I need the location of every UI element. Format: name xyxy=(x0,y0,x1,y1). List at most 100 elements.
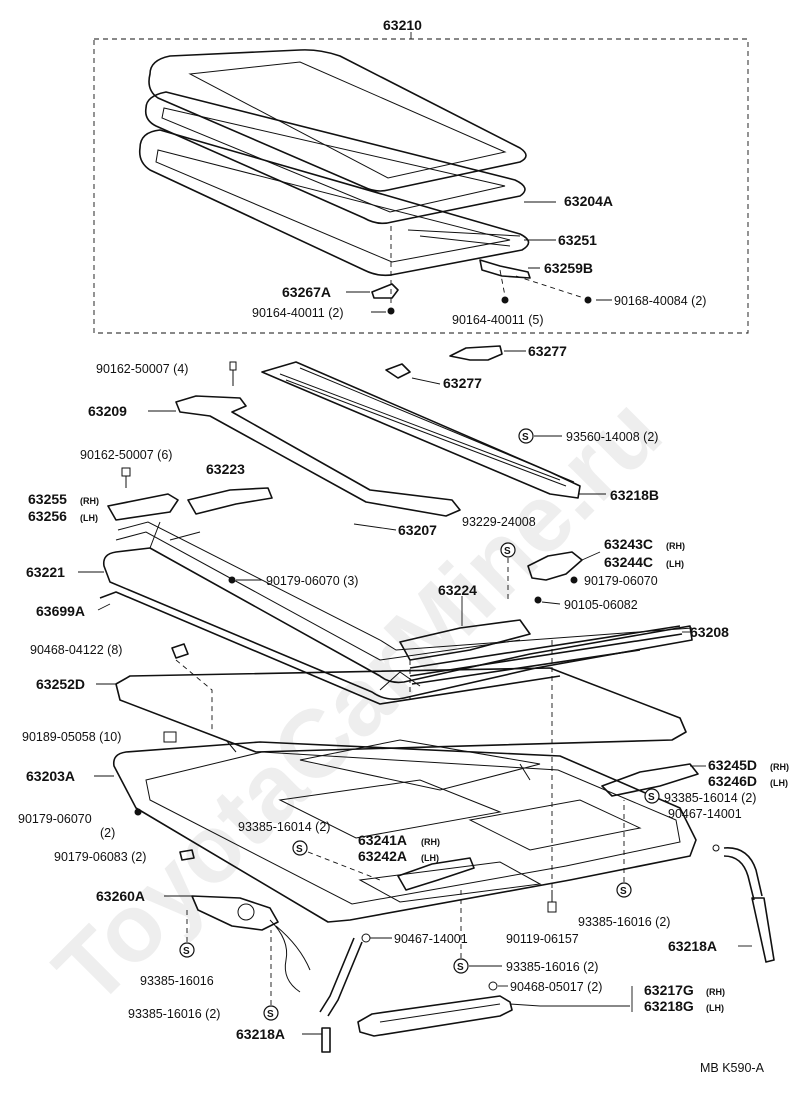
label-63207: 63207 xyxy=(398,522,437,538)
rail-63217G xyxy=(357,995,513,1037)
bracket-63209 xyxy=(175,395,461,517)
label-90467-14001-r: 90467-14001 xyxy=(668,807,742,821)
label-63699A: 63699A xyxy=(36,603,85,619)
s-mark-93229 xyxy=(500,542,516,558)
rail-63218B xyxy=(261,361,581,499)
label-90164-40011-2: 90164-40011 (2) xyxy=(252,306,344,320)
bracket-63241A xyxy=(397,857,475,891)
label-90179-06070-l-qty: (2) xyxy=(100,826,115,840)
label-63210: 63210 xyxy=(383,17,422,33)
frame-63699A xyxy=(99,591,561,705)
s-mark-93385-16016-r-letter: S xyxy=(620,886,627,897)
label-63251: 63251 xyxy=(558,232,597,248)
label-90162-50007-6: 90162-50007 (6) xyxy=(80,448,172,462)
label-63244C-side: (LH) xyxy=(666,559,684,569)
weatherstrip-63204A xyxy=(144,91,526,225)
label-63218G: 63218G xyxy=(644,998,694,1014)
label-93385-16014-r: 93385-16014 (2) xyxy=(664,791,756,805)
nut-90179-06070 xyxy=(570,576,578,584)
label-63208: 63208 xyxy=(690,624,729,640)
label-90189-05058: 90189-05058 (10) xyxy=(22,730,121,744)
clip-90468-05017 xyxy=(488,981,498,991)
screw-90164-40011-a xyxy=(387,307,395,315)
reference-code: MB K590-A xyxy=(700,1061,765,1075)
clamp-90467-14001-c xyxy=(361,933,371,943)
label-90468-05017: 90468-05017 (2) xyxy=(510,980,602,994)
s-mark-93385-16016-b-letter: S xyxy=(267,1009,274,1020)
label-63259B: 63259B xyxy=(544,260,593,276)
label-93560-14008: 93560-14008 (2) xyxy=(566,430,658,444)
bolt-90162-50007-a xyxy=(229,361,237,386)
label-63245D: 63245D xyxy=(708,757,757,773)
label-93385-16014-c: 93385-16014 (2) xyxy=(238,820,330,834)
drain-hose-63218A-r xyxy=(723,847,763,901)
label-63224: 63224 xyxy=(438,582,477,598)
label-90467-14001-c: 90467-14001 xyxy=(394,932,468,946)
glass-assembly-group: 63210 63204A 63251 63259B 63267A xyxy=(93,17,749,334)
lower-housing-group: 90189-05058 (10) 63203A 90179-06070 (2) … xyxy=(18,640,789,1053)
label-63204A: 63204A xyxy=(564,193,613,209)
s-mark-93560 xyxy=(518,428,534,444)
clip-63277-b xyxy=(385,363,411,379)
clip-90468-04122 xyxy=(171,643,189,659)
glass-frame-63251 xyxy=(138,129,530,277)
drive-cable-63208 xyxy=(409,625,683,685)
label-90162-50007-4: 90162-50007 (4) xyxy=(96,362,188,376)
label-93385-16016-b: 93385-16016 (2) xyxy=(128,1007,220,1021)
motor-63260A xyxy=(191,895,311,993)
screw-90164-40011-b xyxy=(501,296,509,304)
assembly-boundary xyxy=(93,38,749,334)
label-90119-06157: 90119-06157 xyxy=(506,932,579,946)
drain-hose-63218A-l xyxy=(319,937,363,1017)
s-mark-93385-16014-c-letter: S xyxy=(296,844,303,855)
label-93229-24008: 93229-24008 xyxy=(462,515,536,529)
bracket-63267A xyxy=(371,283,399,299)
label-63218A-l: 63218A xyxy=(236,1026,285,1042)
housing-63203A xyxy=(112,739,697,923)
label-63245D-side: (RH) xyxy=(770,762,789,772)
label-63255: 63255 xyxy=(28,491,67,507)
label-63243C-side: (RH) xyxy=(666,541,685,551)
bracket-63243C xyxy=(527,551,583,581)
plate-63255 xyxy=(107,493,179,521)
s-mark-93560-letter: S xyxy=(522,432,529,443)
label-63203A: 63203A xyxy=(26,768,75,784)
label-63217G: 63217G xyxy=(644,982,694,998)
label-63221: 63221 xyxy=(26,564,65,580)
housing-group: 63221 90179-06070 (3) 63224 63208 63699A… xyxy=(26,521,729,753)
label-63277-a: 63277 xyxy=(528,343,567,359)
s-mark-93385-16014-r-letter: S xyxy=(648,792,655,803)
clip-90189-05058 xyxy=(163,731,177,743)
s-mark-93385-16016-b xyxy=(263,1005,279,1021)
s-mark-93385-16016-l-letter: S xyxy=(183,946,190,957)
label-63243C: 63243C xyxy=(604,536,653,552)
label-63218A-r: 63218A xyxy=(668,938,717,954)
label-63223: 63223 xyxy=(206,461,245,477)
nut-90179-06070-l xyxy=(134,808,142,816)
s-mark-93385-16016-l xyxy=(179,942,195,958)
label-63218G-side: (LH) xyxy=(706,1003,724,1013)
label-90168-40084: 90168-40084 (2) xyxy=(614,294,706,308)
label-63242A-side: (LH) xyxy=(421,853,439,863)
label-63252D: 63252D xyxy=(36,676,85,692)
rail-group: 63277 63277 90162-50007 (4) 63218B S 935… xyxy=(28,343,685,612)
label-63267A: 63267A xyxy=(282,284,331,300)
label-93385-16016-c: 93385-16016 (2) xyxy=(506,960,598,974)
clip-63277-a xyxy=(449,345,503,361)
label-63209: 63209 xyxy=(88,403,127,419)
label-93385-16016-r: 93385-16016 (2) xyxy=(578,915,670,929)
label-63256: 63256 xyxy=(28,508,67,524)
label-63260A: 63260A xyxy=(96,888,145,904)
label-63277-b: 63277 xyxy=(443,375,482,391)
label-90179-06070: 90179-06070 xyxy=(584,574,658,588)
label-90105-06082: 90105-06082 xyxy=(564,598,638,612)
label-63242A: 63242A xyxy=(358,848,407,864)
label-90164-40011-5: 90164-40011 (5) xyxy=(452,313,544,327)
label-63218B: 63218B xyxy=(610,487,659,503)
label-90468-04122: 90468-04122 (8) xyxy=(30,643,122,657)
label-63256-side: (LH) xyxy=(80,513,98,523)
label-63246D: 63246D xyxy=(708,773,757,789)
s-mark-93385-16016-c xyxy=(453,958,469,974)
bolt-90119-06157 xyxy=(547,890,557,913)
